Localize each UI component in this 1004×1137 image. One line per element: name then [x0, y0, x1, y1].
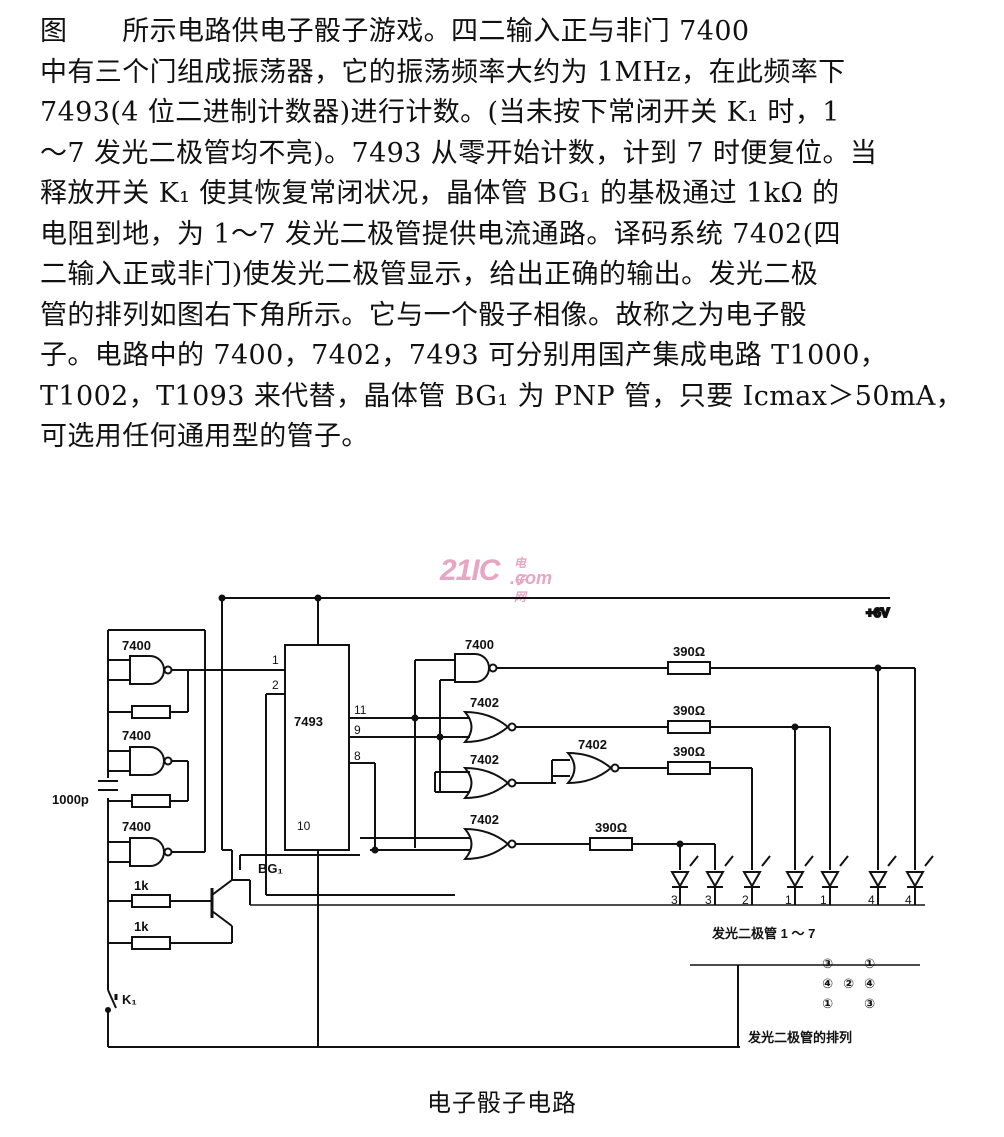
text-line-2: 中有三个门组成振荡器，它的振荡频率大约为 1MHz，在此频率下 — [40, 56, 846, 88]
decode-nor-1: 7402 — [462, 695, 668, 744]
resistor-390-3: 390Ω — [667, 744, 752, 775]
svg-text:③: ③ — [822, 956, 833, 971]
svg-text:1: 1 — [272, 653, 279, 667]
svg-text:390Ω: 390Ω — [673, 703, 705, 718]
ground-bus — [108, 850, 920, 1048]
svg-text:7400: 7400 — [122, 728, 151, 743]
led-supply-lines — [676, 664, 916, 870]
svg-text:7493: 7493 — [294, 714, 323, 729]
svg-text:390Ω: 390Ω — [595, 820, 627, 835]
counter-7493: 7493 1 2 11 9 8 10 — [265, 644, 440, 895]
svg-text:④: ④ — [822, 976, 833, 991]
svg-text:7400: 7400 — [465, 637, 494, 652]
svg-text:1k: 1k — [134, 878, 149, 893]
decode-wiring — [266, 659, 470, 896]
led-array: 3 3 2 1 1 4 4 — [670, 855, 934, 907]
led-6 — [868, 855, 897, 905]
transistor-label: BG₁ — [258, 861, 283, 876]
description-paragraph: 图 所示电路供电子骰子游戏。四二输入正与非门 7400 中有三个门组成振荡器，它… — [40, 12, 990, 458]
text-line-5: 释放开关 K₁ 使其恢复常闭状况，晶体管 BG₁ 的基极通过 1kΩ 的 — [40, 178, 840, 209]
led-number-3: 2 — [742, 893, 749, 907]
watermark-logo: 21IC 电子网 .com — [440, 554, 553, 604]
led-number-6: 4 — [868, 893, 875, 907]
text-line-11: 可选用任何通用型的管子。 — [40, 421, 369, 452]
svg-text:1000p: 1000p — [52, 792, 89, 807]
resistor-1k-b: 1k — [108, 919, 215, 950]
figure-caption: 电子骰子电路 — [427, 1089, 577, 1117]
decode-nand: 7400 — [454, 637, 668, 683]
svg-text:390Ω: 390Ω — [673, 744, 705, 759]
svg-text:11: 11 — [354, 703, 367, 717]
supply-rail: +6V — [218, 594, 891, 850]
led-7 — [905, 855, 934, 905]
text-line-3: 7493(4 位二进制计数器)进行计数。(当未按下常闭开关 K₁ 时，1 — [40, 97, 840, 128]
led-number-5: 1 — [820, 893, 827, 907]
switch-k1: K₁ — [105, 985, 137, 1013]
decode-nor-2: 7402 — [435, 752, 556, 800]
led-number-1: 3 — [671, 893, 678, 907]
capacitor-1000p: 1000p — [52, 778, 118, 807]
led-5 — [820, 855, 849, 905]
led-number-4: 1 — [785, 893, 792, 907]
svg-text:7402: 7402 — [470, 752, 499, 767]
svg-text:10: 10 — [297, 819, 311, 833]
transistor-bg1: BG₁ — [210, 849, 925, 944]
text-line-10: T1002，T1093 来代替，晶体管 BG₁ 为 PNP 管，只要 Icmax… — [40, 380, 964, 412]
svg-text:②: ② — [843, 976, 854, 991]
led-caption: 发光二极管 1 ～ 7 — [711, 926, 815, 941]
text-line-4: ～7 发光二极管均不亮)。7493 从零开始计数，计到 7 时便复位。当 — [40, 137, 878, 169]
text-line-7: 二输入正或非门)使发光二极管显示，给出正确的输出。发光二极 — [40, 259, 819, 290]
led-arrangement-diagram: ③ ① ④ ② ④ ① ③ 发光二极管的排列 — [747, 956, 875, 1045]
led-3 — [742, 855, 771, 905]
decode-nor-4: 7402 — [462, 812, 590, 861]
svg-text:③: ③ — [864, 996, 875, 1011]
svg-text:①: ① — [822, 996, 833, 1011]
svg-text:7402: 7402 — [470, 812, 499, 827]
supply-label: +6V — [866, 605, 890, 620]
decode-nor-3: 7402 — [551, 737, 668, 785]
svg-text:7400: 7400 — [122, 638, 151, 653]
text-line-1: 图 所示电路供电子骰子游戏。四二输入正与非门 7400 — [40, 16, 750, 47]
svg-text:1k: 1k — [134, 919, 149, 934]
osc-nand-1: 7400 — [108, 638, 272, 719]
osc-nand-3: 7400 — [108, 629, 206, 867]
switch-label: K₁ — [122, 992, 137, 1007]
svg-text:8: 8 — [354, 749, 361, 763]
svg-text:7400: 7400 — [122, 819, 151, 834]
svg-text:390Ω: 390Ω — [673, 644, 705, 659]
resistor-390-4: 390Ω — [589, 820, 715, 851]
osc-nand-2: 7400 — [108, 728, 189, 808]
svg-text:7402: 7402 — [578, 737, 607, 752]
led-number-2: 3 — [705, 893, 712, 907]
svg-text:①: ① — [864, 956, 875, 971]
resistor-1k-a: 1k — [108, 878, 212, 908]
dice-circuit-schematic: +6V 7400 7400 1000p — [52, 594, 934, 1048]
led-number-7: 4 — [905, 893, 912, 907]
led-4 — [785, 855, 814, 905]
resistor-390-2: 390Ω — [667, 703, 830, 734]
led-1 — [670, 855, 699, 905]
svg-text:2: 2 — [272, 678, 279, 692]
led-2 — [705, 855, 734, 905]
text-line-8: 管的排列如图右下角所示。它与一个骰子相像。故称之为电子骰 — [40, 299, 808, 331]
svg-text:9: 9 — [354, 723, 361, 737]
text-line-6: 电阻到地，为 1～7 发光二极管提供电流通路。译码系统 7402(四 — [40, 218, 841, 250]
text-line-9: 子。电路中的 7400，7402，7493 可分别用国产集成电路 T1000， — [40, 340, 888, 371]
svg-text:7402: 7402 — [470, 695, 499, 710]
arrangement-caption: 发光二极管的排列 — [747, 1030, 852, 1045]
svg-text:④: ④ — [864, 976, 875, 991]
